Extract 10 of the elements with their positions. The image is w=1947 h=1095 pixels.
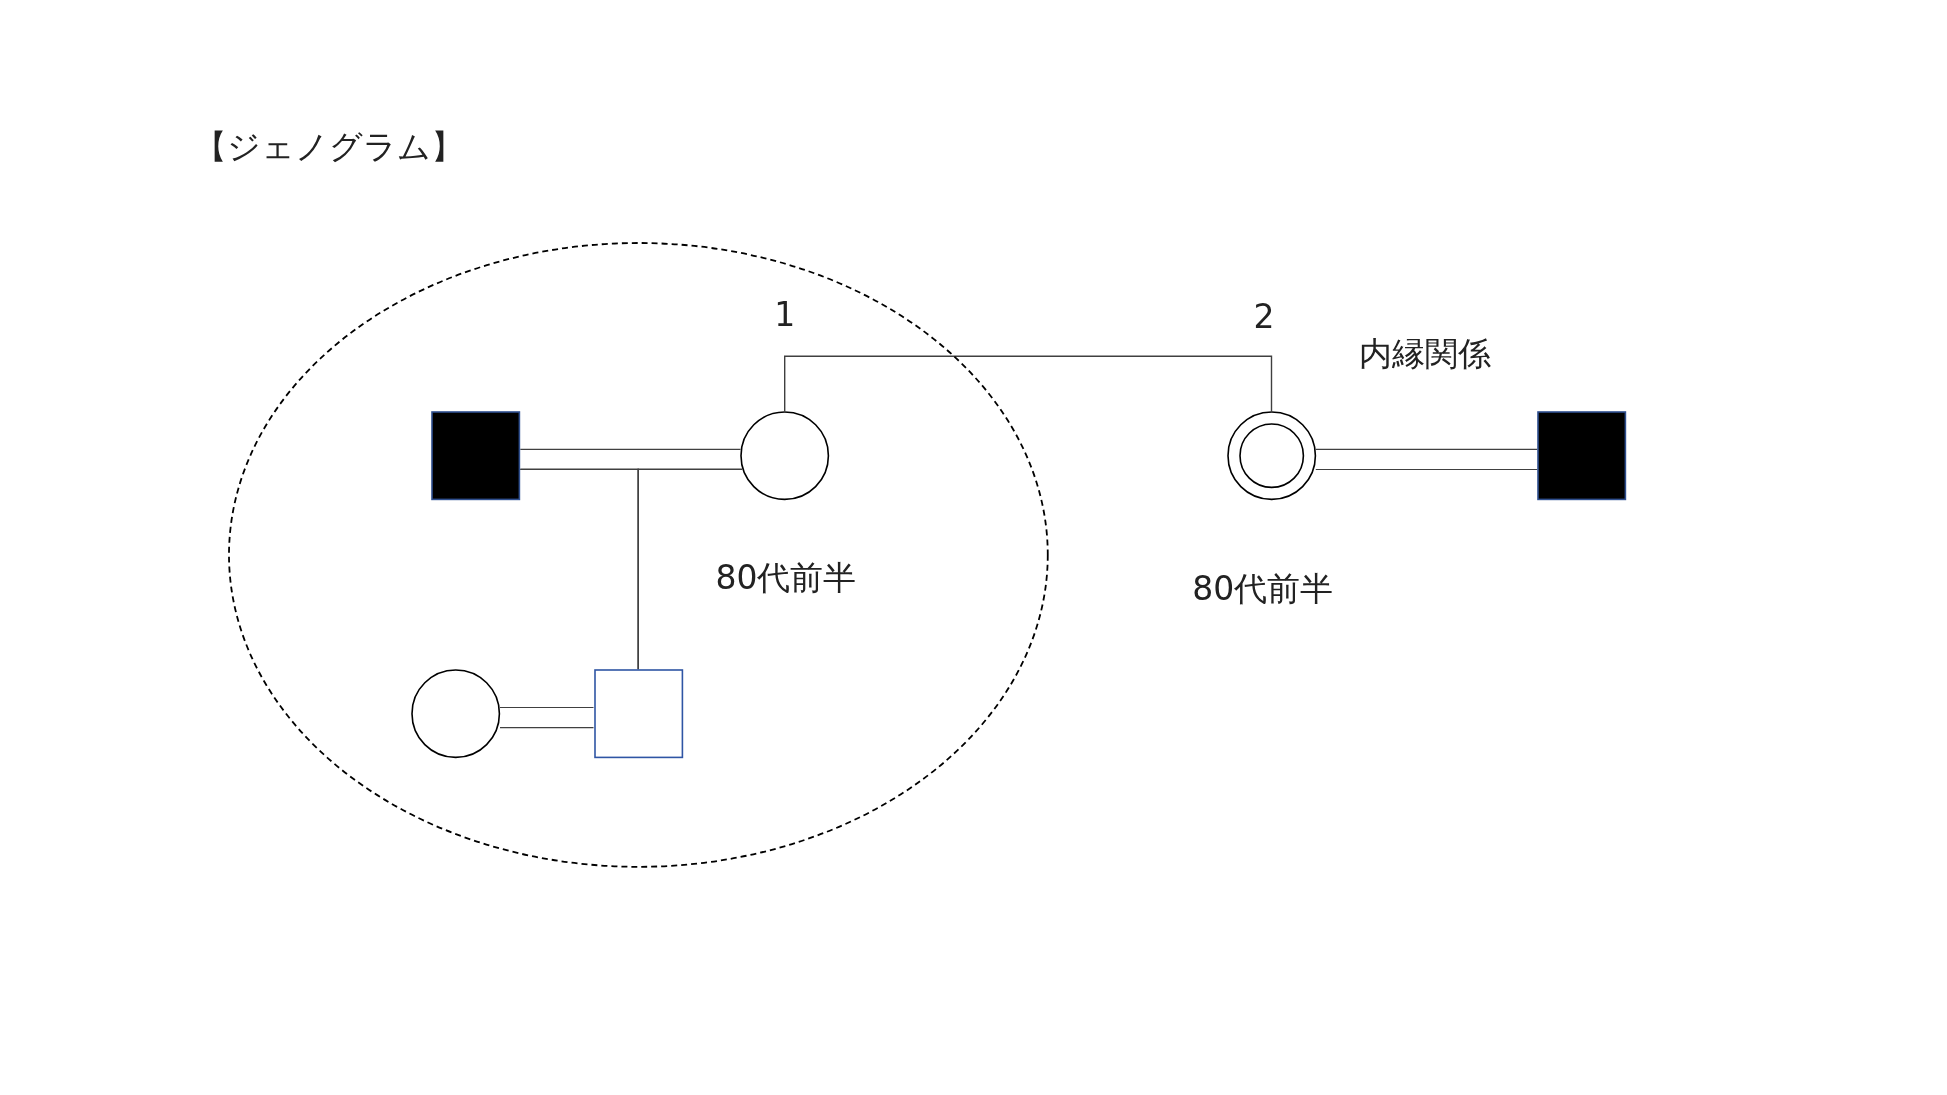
sibling-line (784, 355, 1273, 412)
child-line (637, 468, 743, 670)
age-label: 80代前半 (1192, 572, 1334, 606)
person-number: 1 (774, 297, 796, 331)
person-number: 2 (1253, 300, 1275, 334)
relationship-label: 内縁関係 (1359, 337, 1492, 371)
title: 【ジェノグラム】 (194, 130, 465, 163)
age-label: 80代前半 (715, 560, 857, 594)
partner-line (1315, 448, 1538, 471)
partner-line (500, 707, 594, 729)
